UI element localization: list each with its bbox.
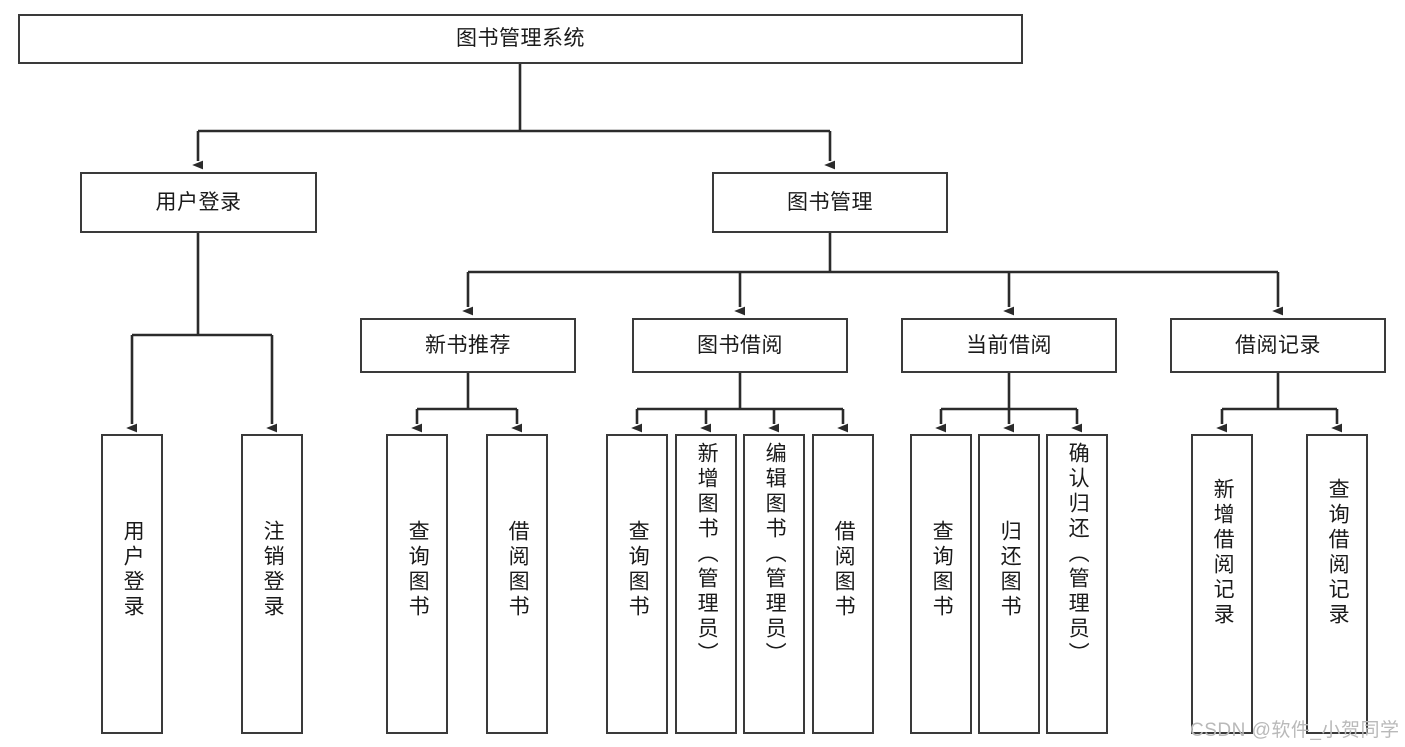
node-leaf-query-book-2[interactable]: 查询图书 [606, 434, 668, 734]
node-leaf-borrow-book-2[interactable]: 借阅图书 [812, 434, 874, 734]
node-new-book-rec[interactable]: 新书推荐 [360, 318, 576, 373]
edges-borrow-record [1216, 373, 1343, 433]
node-leaf-query-record[interactable]: 查询借阅记录 [1306, 434, 1368, 734]
node-leaf-confirm-return-label: 确认归还（管理员） [1066, 442, 1090, 667]
node-book-borrow[interactable]: 图书借阅 [632, 318, 848, 373]
node-leaf-confirm-return[interactable]: 确认归还（管理员） [1046, 434, 1108, 734]
node-leaf-add-book-label: 新增图书（管理员） [695, 442, 719, 667]
node-borrow-record-label: 借阅记录 [1235, 333, 1321, 357]
edges-new-book-rec [411, 373, 523, 433]
node-leaf-query-record-label: 查询借阅记录 [1326, 478, 1350, 628]
node-new-book-rec-label: 新书推荐 [425, 333, 511, 357]
node-leaf-borrow-book-2-label: 借阅图书 [832, 520, 856, 620]
node-leaf-logout-label: 注销登录 [261, 520, 285, 620]
node-leaf-add-record-label: 新增借阅记录 [1211, 478, 1235, 628]
node-leaf-borrow-book-1-label: 借阅图书 [506, 520, 530, 620]
node-current-borrow-label: 当前借阅 [966, 333, 1052, 357]
edges-root-level1 [192, 64, 836, 170]
edges-book-borrow [631, 373, 849, 433]
node-leaf-query-book-2-label: 查询图书 [626, 520, 650, 620]
node-leaf-add-book[interactable]: 新增图书（管理员） [675, 434, 737, 734]
node-book-borrow-label: 图书借阅 [697, 333, 783, 357]
edges-current-borrow [935, 373, 1083, 433]
node-leaf-logout[interactable]: 注销登录 [241, 434, 303, 734]
node-leaf-borrow-book-1[interactable]: 借阅图书 [486, 434, 548, 734]
node-borrow-record[interactable]: 借阅记录 [1170, 318, 1386, 373]
node-user-login[interactable]: 用户登录 [80, 172, 317, 233]
node-leaf-user-login-label: 用户登录 [121, 520, 145, 620]
node-leaf-query-book-3[interactable]: 查询图书 [910, 434, 972, 734]
node-leaf-return-book-label: 归还图书 [998, 520, 1022, 620]
node-leaf-edit-book-label: 编辑图书（管理员） [763, 442, 787, 667]
node-leaf-query-book-1-label: 查询图书 [406, 520, 430, 620]
node-leaf-edit-book[interactable]: 编辑图书（管理员） [743, 434, 805, 734]
node-root-label: 图书管理系统 [456, 27, 585, 51]
node-leaf-query-book-3-label: 查询图书 [930, 520, 954, 620]
node-current-borrow[interactable]: 当前借阅 [901, 318, 1117, 373]
node-book-manage-label: 图书管理 [787, 190, 873, 214]
edges-book-manage [462, 233, 1284, 316]
node-leaf-add-record[interactable]: 新增借阅记录 [1191, 434, 1253, 734]
node-leaf-query-book-1[interactable]: 查询图书 [386, 434, 448, 734]
node-book-manage[interactable]: 图书管理 [712, 172, 948, 233]
edges-user-login [126, 233, 278, 433]
node-root[interactable]: 图书管理系统 [18, 14, 1023, 64]
node-leaf-user-login[interactable]: 用户登录 [101, 434, 163, 734]
node-user-login-label: 用户登录 [155, 190, 242, 214]
node-leaf-return-book[interactable]: 归还图书 [978, 434, 1040, 734]
